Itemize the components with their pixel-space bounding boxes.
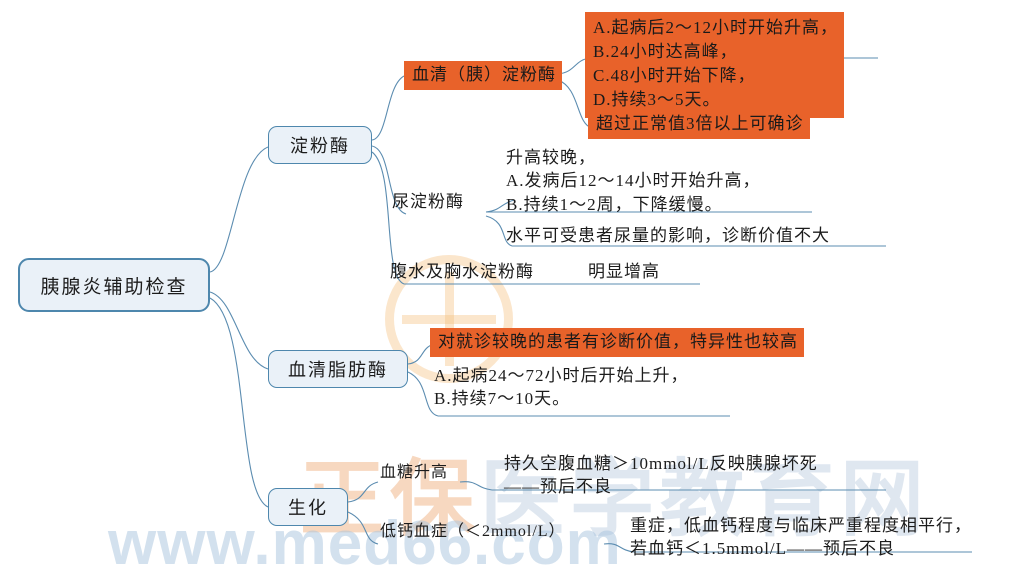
leaf-line: D.持续3～5天。 [593, 90, 721, 110]
link-glucose-leaf [459, 481, 493, 491]
link-root-amylase [209, 146, 269, 273]
subnode-elevated-glucose[interactable]: 血糖升高 [380, 464, 449, 481]
branch-node-serum-lipase[interactable]: 血清脂肪酶 [268, 350, 408, 388]
subnode-urine-amylase[interactable]: 尿淀粉酶 [392, 192, 464, 211]
leaf-line: B.持续7～10天。 [434, 389, 571, 409]
leaf-line: 若血钙＜1.5mmol/L——预后不良 [630, 539, 896, 559]
subnode-hypocalcemia[interactable]: 低钙血症（＜2mmol/L） [380, 523, 566, 540]
subnode-ascites-pleural-amylase[interactable]: 腹水及胸水淀粉酶 [390, 262, 534, 281]
leaf-urine-amylase-timeline: 升高较晚， A.发病后12～14小时开始升高， B.持续1～2周，下降缓慢。 [506, 146, 761, 216]
link-root-lipase [209, 291, 269, 370]
leaf-line: B.24小时达高峰， [593, 42, 738, 62]
link-root-biochem [209, 297, 269, 508]
leaf-line: A.起病24～72小时后开始上升， [434, 366, 689, 385]
leaf-line: A.起病后2～12小时开始升高， [593, 18, 839, 37]
leaf-urine-amylase-limitation: 水平可受患者尿量的影响，诊断价值不大 [506, 226, 830, 245]
leaf-serum-amylase-diagnostic: 超过正常值3倍以上可确诊 [588, 110, 810, 140]
link-amylase-serum [371, 75, 405, 141]
link-biochem-calcium [347, 511, 379, 545]
leaf-glucose-detail: 持久空腹血糖＞10mmol/L反映胰腺坏死 ——预后不良 [504, 452, 818, 499]
leaf-line: A.发病后12～14小时开始升高， [506, 171, 761, 191]
root-node[interactable]: 胰腺炎辅助检查 [18, 258, 210, 312]
branch-node-biochemistry[interactable]: 生化 [268, 488, 348, 526]
branch-node-amylase[interactable]: 淀粉酶 [268, 126, 372, 164]
leaf-lipase-timeline: A.起病24～72小时后开始上升， B.持续7～10天。 [434, 364, 689, 411]
leaf-line: C.48小时开始下降， [593, 66, 756, 86]
leaf-line: 持久空腹血糖＞10mmol/L反映胰腺坏死 [504, 454, 818, 473]
subnode-serum-amylase[interactable]: 血清（胰）淀粉酶 [404, 61, 562, 91]
link-biochem-glucose [347, 481, 379, 503]
leaf-lipase-diagnostic-value: 对就诊较晚的患者有诊断价值，特异性也较高 [430, 328, 804, 358]
leaf-ascites-pleural-amylase-value: 明显增高 [588, 262, 660, 281]
leaf-serum-amylase-timeline: A.起病后2～12小时开始升高， B.24小时达高峰， C.48小时开始下降， … [585, 12, 845, 118]
leaf-line: 重症，低血钙程度与临床严重程度相平行， [630, 516, 972, 535]
leaf-hypocalcemia-detail: 重症，低血钙程度与临床严重程度相平行， 若血钙＜1.5mmol/L——预后不良 [630, 514, 972, 561]
leaf-line: B.持续1～2周，下降缓慢。 [506, 194, 723, 214]
leaf-line: ——预后不良 [504, 477, 612, 497]
leaf-line: 升高较晚， [506, 148, 596, 167]
